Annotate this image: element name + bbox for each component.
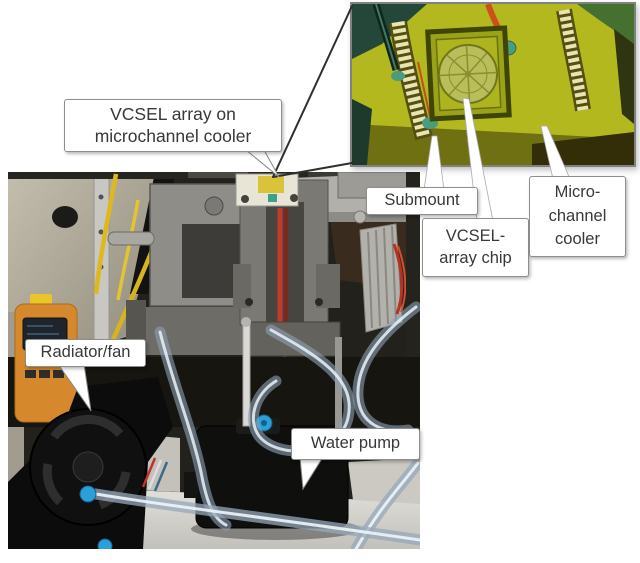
water-pump-label: Water pump xyxy=(291,428,420,460)
main-photo xyxy=(8,172,420,549)
pump-wires xyxy=(141,457,169,492)
zoom-wedge-lines xyxy=(272,5,353,178)
inset-photo xyxy=(350,2,636,167)
dark-probe-wire xyxy=(372,4,405,81)
wall-hole xyxy=(52,206,78,228)
vcsel-chip-line-2: array chip xyxy=(439,248,512,267)
vcsel-chip-top xyxy=(258,176,284,193)
bond-wire-rows xyxy=(389,8,591,141)
hose-fittings xyxy=(79,485,113,549)
main-callout-line-2: microchannel cooler xyxy=(94,125,252,146)
vcsel-array-chip-disc xyxy=(438,44,498,104)
red-wire-right xyxy=(392,243,404,315)
micro-line-1: Micro- xyxy=(554,183,601,202)
inset-photo-illustration xyxy=(352,4,634,165)
radiator-line-1: Radiator/fan xyxy=(40,343,131,362)
vcsel-fixture xyxy=(233,173,341,393)
main-callout-line-1: VCSEL array on xyxy=(110,104,236,125)
main-photo-illustration xyxy=(8,172,420,549)
submount-square xyxy=(425,25,512,122)
main-callout-label: VCSEL array on microchannel cooler xyxy=(64,99,282,152)
micro-line-2: channel xyxy=(548,206,607,225)
micro-line-3: cooler xyxy=(555,230,600,249)
pump-line-1: Water pump xyxy=(310,434,401,453)
fan-hub xyxy=(72,451,104,483)
submount-line-1: Submount xyxy=(384,191,460,210)
submount-label: Submount xyxy=(366,187,478,215)
microchannel-cooler-label: Micro- channel cooler xyxy=(529,176,626,257)
vcsel-array-chip-label: VCSEL- array chip xyxy=(422,218,529,277)
radiator-fan-label: Radiator/fan xyxy=(25,339,146,367)
vcsel-chip-line-1: VCSEL- xyxy=(445,227,506,246)
